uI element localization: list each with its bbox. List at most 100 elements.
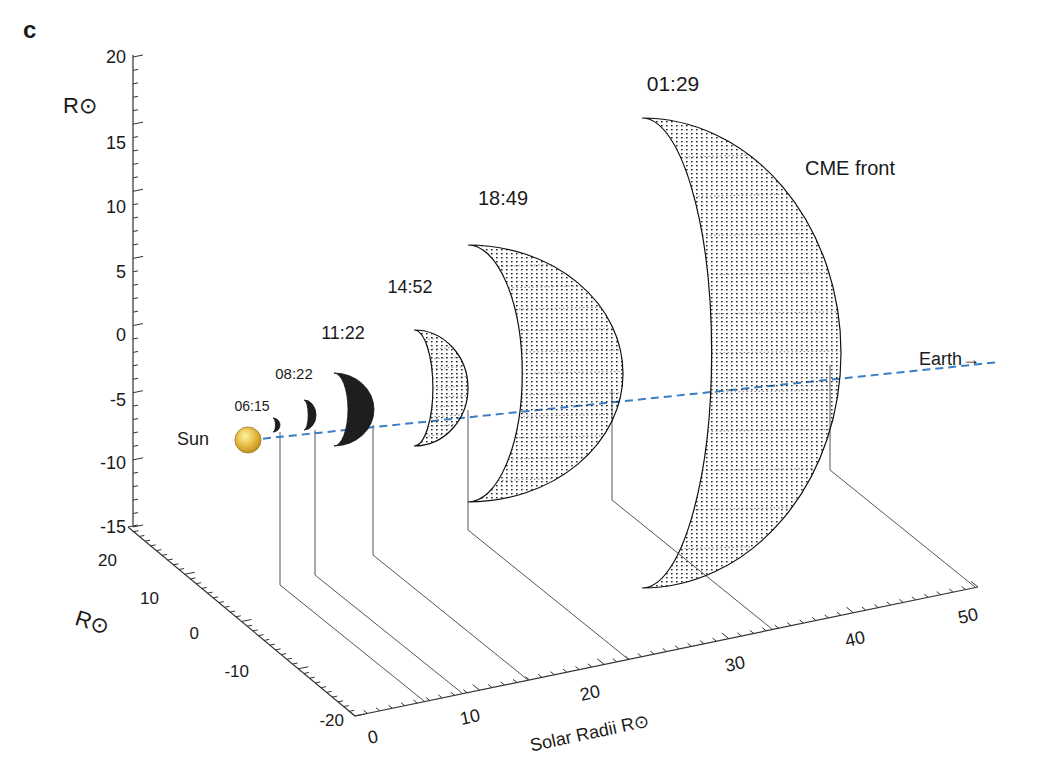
tick-label: 10 xyxy=(139,589,160,608)
cme-front-shell xyxy=(304,400,316,430)
front-grid-row xyxy=(694,194,790,196)
tick-mark xyxy=(825,615,829,618)
tick-mark xyxy=(133,96,138,97)
tick-mark xyxy=(304,672,309,673)
tick-mark xyxy=(133,311,138,312)
tick-mark xyxy=(133,378,138,379)
tick-mark xyxy=(722,633,729,639)
tick-mark xyxy=(563,669,567,672)
tick-mark xyxy=(133,432,138,433)
time-label: 01:29 xyxy=(646,72,701,95)
tick-mark xyxy=(133,231,138,232)
tick-mark xyxy=(344,706,349,707)
tick-mark xyxy=(912,597,916,600)
tick-label: -10 xyxy=(99,453,127,473)
time-label: 11:22 xyxy=(320,324,366,342)
tick-mark xyxy=(242,620,252,622)
tick-mark xyxy=(332,696,337,697)
front-grid-row xyxy=(430,415,460,417)
tick-mark xyxy=(133,271,138,272)
tick-mark xyxy=(133,391,143,393)
tick-mark xyxy=(501,682,505,685)
tick-mark xyxy=(310,677,315,678)
tick-label: 40 xyxy=(842,627,868,651)
tick-label: 10 xyxy=(457,706,482,728)
tick-mark xyxy=(287,658,292,659)
front-grid-row xyxy=(521,393,620,395)
front-grid-row xyxy=(515,436,602,438)
earth-label: Earth→ xyxy=(918,349,981,369)
front-grid-row xyxy=(498,264,554,266)
tick-mark xyxy=(133,204,138,205)
tick-mark xyxy=(133,324,143,326)
tick-label: 40 xyxy=(842,628,867,650)
tick-mark xyxy=(133,177,138,178)
front-grid-row xyxy=(708,273,830,275)
tick-mark xyxy=(349,710,354,711)
tick-label: 10 xyxy=(457,705,483,729)
tick-mark xyxy=(133,284,138,285)
tick-label: -20 xyxy=(318,711,345,730)
time-label: 18:49 xyxy=(477,188,529,208)
tick-mark xyxy=(196,583,201,584)
front-grid-row xyxy=(702,469,814,471)
tick-label: 5 xyxy=(115,263,127,281)
front-grid-row xyxy=(681,547,753,549)
tick-mark xyxy=(937,592,941,595)
projection-lines xyxy=(280,365,975,701)
tick-mark xyxy=(213,597,218,598)
tick-mark xyxy=(230,611,235,612)
tick-mark xyxy=(762,628,766,631)
tick-label: 0 xyxy=(189,624,200,643)
tick-mark xyxy=(133,55,143,57)
time-label: 08:22 xyxy=(274,365,314,382)
axis-title: R⊙ xyxy=(62,95,98,117)
tick-mark xyxy=(899,599,903,602)
front-grid-row xyxy=(711,390,839,392)
tick-mark xyxy=(862,607,866,610)
tick-mark xyxy=(846,607,853,613)
tick-label: 15 xyxy=(105,134,127,152)
cme-front-shell xyxy=(414,330,468,446)
sun-label: Sun xyxy=(176,430,210,448)
tick-mark xyxy=(551,672,555,675)
tick-mark xyxy=(327,691,332,692)
front-grid-row xyxy=(432,405,465,407)
tick-mark xyxy=(133,137,138,138)
tick-label: -10 xyxy=(223,662,250,681)
front-grid-row xyxy=(430,357,460,359)
tick-label: -5 xyxy=(109,390,127,410)
tick-mark xyxy=(133,150,138,151)
front-grid-row xyxy=(508,457,583,459)
tick-mark xyxy=(270,644,275,645)
tick-mark xyxy=(315,682,320,683)
tick-mark xyxy=(253,630,258,631)
tick-mark xyxy=(224,606,229,607)
front-grid-row xyxy=(424,434,443,436)
tick-mark xyxy=(219,602,224,603)
front-grid-row xyxy=(522,372,623,374)
tick-mark xyxy=(190,578,195,579)
axis-title: R⊙ xyxy=(71,605,113,640)
tick-mark xyxy=(473,685,480,691)
front-grid-row xyxy=(681,155,753,157)
tick-mark xyxy=(389,705,393,708)
tick-mark xyxy=(168,559,173,560)
front-label: CME front xyxy=(804,158,896,178)
front-grid-row xyxy=(712,351,841,353)
tick-mark xyxy=(787,623,791,626)
tick-mark xyxy=(513,679,517,682)
axis-title: R⊙ xyxy=(62,93,98,118)
tick-mark xyxy=(128,525,138,527)
tick-mark xyxy=(133,83,138,84)
tick-mark xyxy=(133,499,138,500)
tick-label: 0 xyxy=(115,326,127,344)
tick-mark xyxy=(293,663,298,664)
tick-mark xyxy=(134,531,139,532)
tick-mark xyxy=(133,513,138,514)
tick-label: 10 xyxy=(139,590,160,607)
tick-mark xyxy=(133,110,138,111)
tick-label: 20 xyxy=(577,681,603,705)
tick-mark xyxy=(638,654,642,657)
tick-label: 20 xyxy=(97,552,118,569)
